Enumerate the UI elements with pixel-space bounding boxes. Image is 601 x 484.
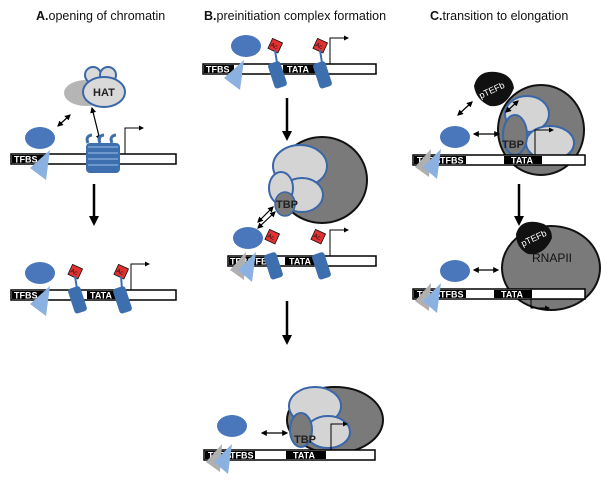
arrow-hat-histone <box>90 106 102 142</box>
svg-text:TFBS: TFBS <box>440 156 464 166</box>
tata-label: TATA <box>511 156 533 166</box>
svg-text:TFBS: TFBS <box>440 290 464 300</box>
activator-dimer <box>206 415 247 474</box>
panel-c: TBP pTEFb TFBS TFBS TATA <box>412 71 601 313</box>
panel-c-step2: RNAPII pTEFb TFBS TFBS TATA <box>412 221 601 313</box>
activator-dimer <box>415 260 470 313</box>
arrow-activator-hat <box>57 114 71 127</box>
tfbs-label: TFBS <box>14 155 38 165</box>
acetylated-nucleosome: Ac <box>267 37 287 89</box>
panel-a: HAT TFBS <box>10 66 177 316</box>
tfbs-label: TFBS <box>206 65 230 75</box>
tbp-label: TBP <box>502 139 524 151</box>
svg-text:TFBS: TFBS <box>230 451 254 461</box>
tata-label: TATA <box>501 290 523 300</box>
activator-dimer <box>230 227 263 282</box>
arrow-activator-tbp <box>257 206 274 223</box>
panel-b-title: B.preinitiation complex formation <box>204 9 386 23</box>
panel-a-step1: HAT TFBS <box>10 66 177 180</box>
svg-text:Ac: Ac <box>69 268 78 276</box>
arrow-ptefb-activator <box>457 101 473 116</box>
svg-text:Ac: Ac <box>266 233 275 241</box>
acetylated-nucleosome: Ac <box>264 228 283 280</box>
acetylated-nucleosome: Ac <box>67 263 87 314</box>
tss-arrow <box>124 125 144 154</box>
dna-strand <box>412 154 586 166</box>
acetylated-nucleosome: Ac <box>113 263 132 314</box>
arrow-ptefb-polymerase <box>505 100 519 113</box>
tbp-label: TBP <box>294 434 316 446</box>
rna-polymerase-complex: TBP <box>286 386 384 454</box>
panel-a-step2: TFBS TATA Ac Ac <box>10 261 177 316</box>
tss-arrow <box>130 261 150 290</box>
arrow-activator-tbp <box>257 211 276 229</box>
svg-text:Ac: Ac <box>312 233 321 241</box>
panel-b: TFBS TATA Ac Ac <box>202 35 384 474</box>
activator <box>224 35 261 90</box>
svg-text:TFBS: TFBS <box>250 257 274 267</box>
rnapii-label: RNAPII <box>532 251 572 265</box>
tata-label: TATA <box>287 65 309 75</box>
activator <box>25 262 55 316</box>
svg-text:Ac: Ac <box>115 268 124 276</box>
hat-label: HAT <box>93 87 115 99</box>
panel-c-title: C.transition to elongation <box>430 9 568 23</box>
acetylated-nucleosome: Ac <box>310 228 331 280</box>
svg-text:Ac: Ac <box>314 42 323 50</box>
tss-arrow <box>530 289 550 311</box>
tss-arrow <box>534 127 554 155</box>
svg-text:Ac: Ac <box>269 42 278 50</box>
activator <box>25 127 55 180</box>
rna-polymerase-complex: TBP <box>268 136 368 224</box>
nucleosome-condensed <box>85 133 120 173</box>
tss-arrow <box>329 35 349 64</box>
ptefb: pTEFb <box>516 221 552 255</box>
tss-arrow <box>329 227 349 256</box>
activator-dimer <box>415 126 470 179</box>
panel-c-step1: TBP pTEFb TFBS TFBS TATA <box>412 71 586 179</box>
ptefb: pTEFb <box>474 71 514 107</box>
tss-arrow <box>330 421 348 450</box>
tata-label: TATA <box>289 257 311 267</box>
tata-label: TATA <box>293 451 315 461</box>
tata-label: TATA <box>90 291 112 301</box>
panel-b-step3: TBP TFBS TFBS TATA <box>203 386 384 474</box>
panel-a-title: A.opening of chromatin <box>36 9 165 23</box>
tbp-label: TBP <box>276 199 298 211</box>
panel-b-step1: TFBS TATA Ac Ac <box>202 35 377 90</box>
panel-b-step2: TBP TFBS TFBS TATA Ac Ac <box>227 136 377 282</box>
acetylated-nucleosome: Ac <box>312 37 332 89</box>
tfbs-label: TFBS <box>14 291 38 301</box>
hat-complex: HAT <box>64 66 126 108</box>
